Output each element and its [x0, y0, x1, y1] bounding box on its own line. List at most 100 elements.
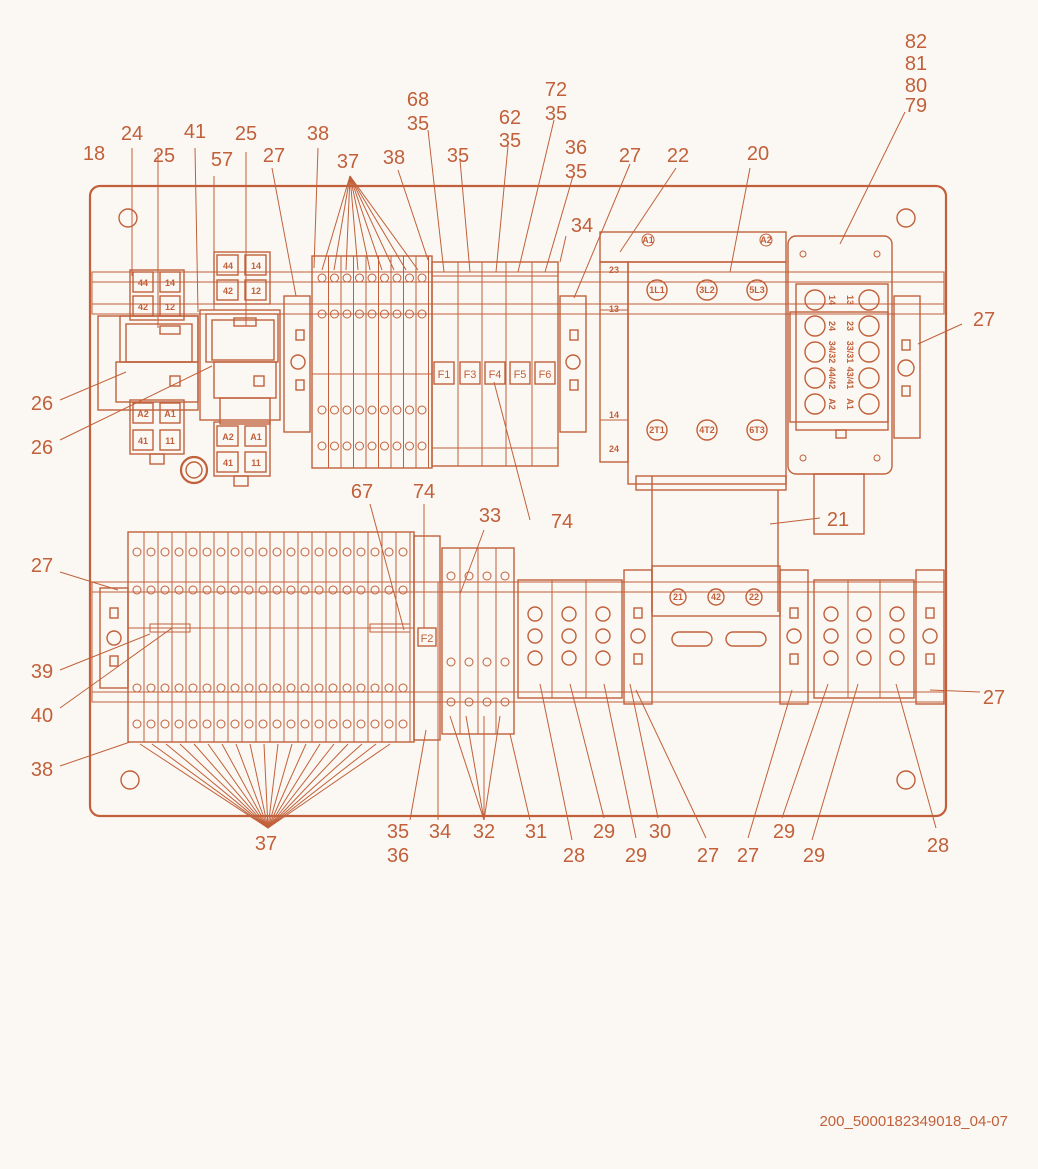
terminal-label: 1L1	[649, 285, 665, 295]
screw	[272, 719, 282, 729]
terminal-label: 13	[609, 304, 619, 314]
callout-label: 32	[473, 821, 495, 843]
terminal-label: 24	[827, 321, 837, 331]
screw	[300, 547, 310, 557]
screw	[317, 309, 327, 319]
backplate	[88, 184, 948, 818]
callout-label: 38	[307, 123, 329, 145]
screw	[216, 683, 226, 693]
screw	[342, 547, 352, 557]
screw	[392, 405, 402, 415]
callout-label: 29	[625, 845, 647, 867]
end-stop	[893, 295, 921, 439]
screw	[174, 585, 184, 595]
callout-label: 38	[383, 147, 405, 169]
callout-label: 26	[31, 393, 53, 415]
callout-label: 27	[973, 309, 995, 331]
terminal-label: 34/32	[827, 341, 837, 364]
screw	[464, 571, 474, 581]
screw	[342, 719, 352, 729]
screw	[132, 585, 142, 595]
screw	[132, 719, 142, 729]
contactor: A1 A2 23 13 14 24 1L1 3L2 5L3 2T1 4T2 6T…	[599, 231, 787, 491]
screw	[858, 341, 880, 363]
screw	[858, 289, 880, 311]
screw	[160, 547, 170, 557]
callout-label: 35	[447, 145, 469, 167]
screw	[216, 719, 226, 729]
callout-label: 74	[551, 511, 573, 533]
terminal-label: 44	[223, 261, 233, 271]
callout-label: 27	[619, 145, 641, 167]
screw	[804, 367, 826, 389]
screw	[561, 650, 577, 666]
terminal-label: 44	[138, 278, 148, 288]
screw	[417, 309, 427, 319]
terminal-label: 23	[609, 265, 619, 275]
screw	[858, 315, 880, 337]
screw	[804, 289, 826, 311]
relay-2: 44 14 42 12 A2 A1 41 11	[199, 251, 281, 487]
screw	[356, 719, 366, 729]
callout-label: 57	[211, 149, 233, 171]
screw	[286, 683, 296, 693]
callout-label: 79	[905, 95, 927, 117]
screw	[367, 309, 377, 319]
callout-label: 29	[593, 821, 615, 843]
screw	[417, 405, 427, 415]
screw	[342, 309, 352, 319]
leader-lines	[59, 111, 981, 841]
callout-label: 25	[153, 145, 175, 167]
callout-label: 36	[387, 845, 409, 867]
terminal-label: 5L3	[749, 285, 765, 295]
terminal-label: A2	[222, 432, 234, 442]
screw	[330, 273, 339, 283]
screw	[314, 547, 324, 557]
terminal-label: 44/42	[827, 367, 837, 390]
terminal-label: 4T2	[699, 425, 715, 435]
callout-label: 35	[545, 103, 567, 125]
screw	[561, 606, 577, 622]
screw	[367, 405, 377, 415]
screw	[417, 273, 427, 283]
screw	[889, 606, 905, 622]
terminal-label: 42	[711, 592, 721, 602]
mounting-hole	[896, 208, 916, 228]
callout-label: 80	[905, 75, 927, 97]
screw	[858, 393, 880, 415]
fuse-label: F6	[539, 369, 552, 381]
power-terminals-right	[813, 579, 915, 699]
screw	[380, 309, 389, 319]
callout-label: 27	[983, 687, 1005, 709]
terminal-label: 11	[251, 458, 261, 468]
callout-label: 28	[927, 835, 949, 857]
screw	[258, 683, 268, 693]
screw	[355, 405, 364, 415]
terminal-label: 41	[223, 458, 233, 468]
screw	[244, 585, 254, 595]
callout-label: 29	[773, 821, 795, 843]
screw	[328, 585, 338, 595]
end-stop	[559, 295, 587, 433]
callout-label: 21	[827, 509, 849, 531]
terminal-block-group-top	[311, 255, 433, 469]
terminal-label: 13	[845, 295, 855, 305]
terminal-block-33	[441, 547, 515, 735]
screw	[286, 719, 296, 729]
terminal-label: 43/41	[845, 367, 855, 390]
callout-label: 82	[905, 31, 927, 53]
end-stop	[779, 569, 809, 705]
screw	[230, 719, 240, 729]
screw	[286, 547, 296, 557]
screw	[500, 657, 510, 667]
screw	[342, 273, 352, 283]
terminal-label: 22	[749, 592, 759, 602]
terminal-label: A2	[760, 235, 772, 245]
screw	[405, 273, 414, 283]
screw	[330, 309, 339, 319]
screw	[804, 393, 826, 415]
terminal-label: 12	[251, 286, 261, 296]
screw	[160, 585, 170, 595]
terminal-label: 14	[165, 278, 175, 288]
